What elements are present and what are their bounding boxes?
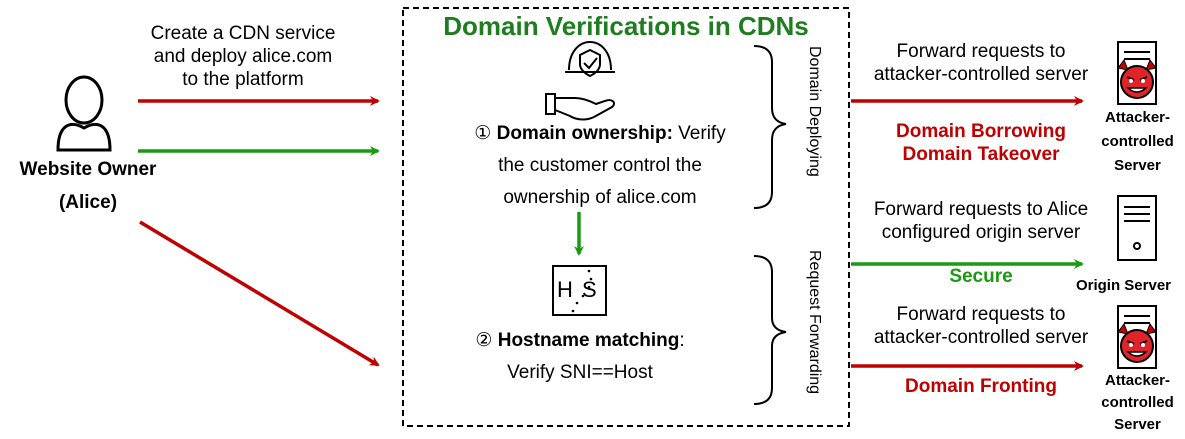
- ownership-heading: Domain ownership:: [496, 123, 673, 144]
- arrow-owner-diagonal: [139, 220, 380, 367]
- domain-takeover-label: Domain Takeover: [902, 144, 1060, 165]
- ownership-number: ①: [474, 123, 492, 144]
- cdn-title: Domain Verifications in CDNs: [443, 11, 809, 41]
- owner-label-line2: (Alice): [58, 192, 118, 213]
- brace-deploying: [753, 45, 787, 209]
- ownership-verify: Verify: [672, 123, 726, 144]
- hs-dots: [571, 269, 593, 313]
- fwd-bottom-line2: attacker-controlled server: [873, 327, 1089, 348]
- origin-server-label: Origin Server: [1075, 277, 1172, 294]
- person-icon: [56, 75, 112, 152]
- attacker-server-icon-bottom: [1117, 305, 1157, 369]
- attacker-top-line2: controlled: [1101, 133, 1174, 150]
- hostname-number: ②: [475, 330, 493, 351]
- hs-box: [552, 265, 607, 316]
- attacker-server-label-bottom: Attacker- controlled Server: [1090, 370, 1185, 436]
- hs-letter-h: H: [557, 277, 573, 302]
- hostname-colon: :: [679, 330, 685, 351]
- fwd-mid-line2: configured origin server: [881, 222, 1081, 243]
- attacker-server-icon-top: [1117, 41, 1157, 105]
- hostname-line2: Verify SNI==Host: [507, 362, 653, 383]
- attacker-top-line3: Server: [1114, 157, 1161, 174]
- domain-fronting-label: Domain Fronting: [905, 376, 1057, 397]
- ownership-line2: the customer control the: [498, 155, 702, 176]
- owner-label: Website Owner (Alice): [0, 158, 176, 214]
- ownership-line3: ownership of alice.com: [503, 187, 697, 208]
- attacker-bottom-line3: Server: [1114, 416, 1161, 433]
- attacker-bottom-line2: controlled: [1101, 394, 1174, 411]
- create-service-text: Create a CDN service and deploy alice.co…: [128, 22, 358, 91]
- create-line1: Create a CDN service: [150, 23, 336, 44]
- fwd-top-text: Forward requests to attacker-controlled …: [850, 40, 1112, 86]
- domain-borrowing-label: Domain Borrowing: [896, 121, 1066, 142]
- brace-forwarding: [753, 255, 787, 405]
- fwd-top-line1: Forward requests to: [896, 41, 1066, 62]
- phase-forwarding-label: Request Forwarding: [806, 250, 823, 395]
- hostname-text: ② Hostname matching: Verify SNI==Host: [420, 329, 740, 384]
- secure-label: Secure: [949, 266, 1013, 287]
- attacker-server-label-top: Attacker- controlled Server: [1090, 106, 1185, 178]
- origin-server-icon: [1117, 195, 1157, 261]
- fwd-mid-text: Forward requests to Alice configured ori…: [850, 198, 1112, 244]
- hs-letter-s: S: [582, 277, 597, 302]
- attacker-top-line1: Attacker-: [1104, 109, 1171, 126]
- hostname-heading: Hostname matching: [497, 330, 680, 351]
- ownership-line1: ① Domain ownership: Verify: [420, 122, 780, 145]
- attack-top-labels: Domain Borrowing Domain Takeover: [850, 120, 1112, 166]
- fwd-bottom-line1: Forward requests to: [896, 304, 1066, 325]
- phase-deploying-label: Domain Deploying: [806, 46, 823, 177]
- ownership-text: ① Domain ownership: Verify the customer …: [420, 122, 780, 209]
- attacker-bottom-line1: Attacker-: [1104, 372, 1171, 389]
- fwd-bottom-text: Forward requests to attacker-controlled …: [850, 303, 1112, 349]
- fwd-mid-line1: Forward requests to Alice: [873, 199, 1089, 220]
- fwd-top-line2: attacker-controlled server: [873, 64, 1089, 85]
- owner-label-line1: Website Owner: [19, 159, 157, 180]
- cdn-box: [402, 7, 850, 427]
- ownership-icon: [545, 40, 615, 121]
- create-line2: and deploy alice.com: [153, 46, 333, 67]
- create-line3: to the platform: [182, 69, 304, 90]
- hostname-line1: ② Hostname matching:: [420, 329, 740, 352]
